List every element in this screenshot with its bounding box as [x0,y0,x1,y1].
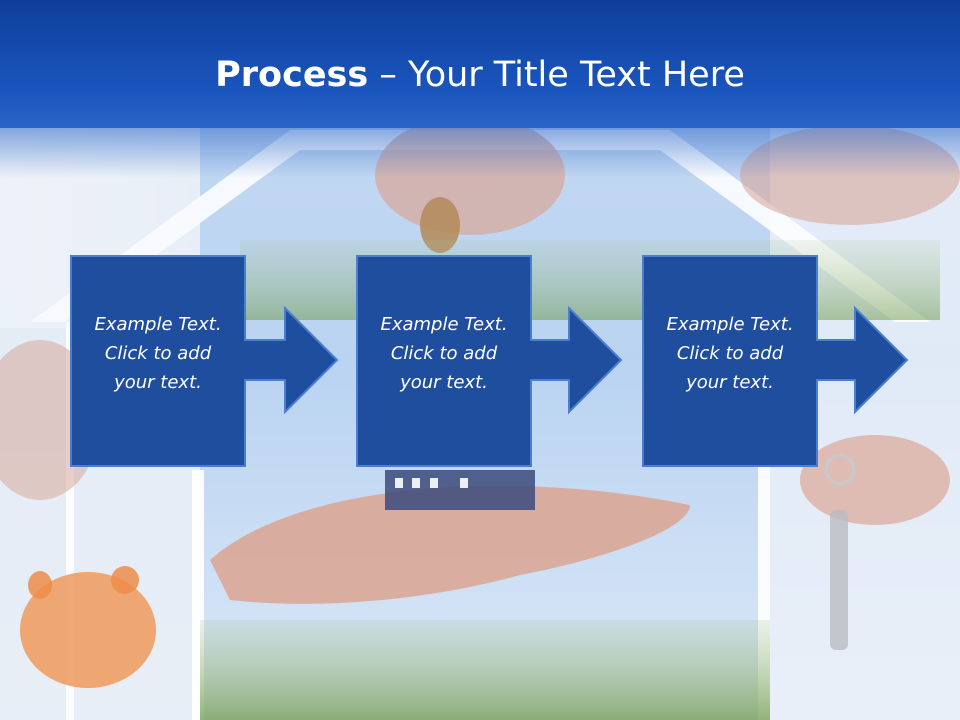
process-step-3[interactable]: Example Text. Click to add your text. [642,255,909,467]
title-rest: – Your Title Text Here [368,55,745,95]
step-line-3: your text. [400,372,488,393]
step-arrow-icon [816,305,909,415]
step-text[interactable]: Example Text. Click to add your text. [357,310,531,397]
piggy-bank [20,566,156,688]
step-line-2: Click to add [390,343,498,364]
step-arrow-icon [530,305,623,415]
house-on-hand [210,470,690,604]
step-line-3: your text. [686,372,774,393]
step-line-2: Click to add [676,343,784,364]
step-line-1: Example Text. [380,314,508,335]
title-bold: Process [215,55,369,95]
title-bar [0,0,960,128]
house-keys [800,435,950,650]
step-arrow-shape [642,255,909,467]
title-bar-fade [0,128,960,178]
slide-title[interactable]: Process – Your Title Text Here [0,52,960,98]
process-step-2[interactable]: Example Text. Click to add your text. [356,255,623,467]
step-arrow-shape [356,255,623,467]
step-line-1: Example Text. [94,314,222,335]
step-text[interactable]: Example Text. Click to add your text. [71,310,245,397]
step-arrow-icon [244,305,339,415]
step-line-1: Example Text. [666,314,794,335]
roof-icon [30,130,930,322]
step-text[interactable]: Example Text. Click to add your text. [643,310,817,397]
step-arrow-shape [70,255,339,467]
step-line-2: Click to add [104,343,212,364]
step-line-3: your text. [114,372,202,393]
process-step-1[interactable]: Example Text. Click to add your text. [70,255,339,467]
